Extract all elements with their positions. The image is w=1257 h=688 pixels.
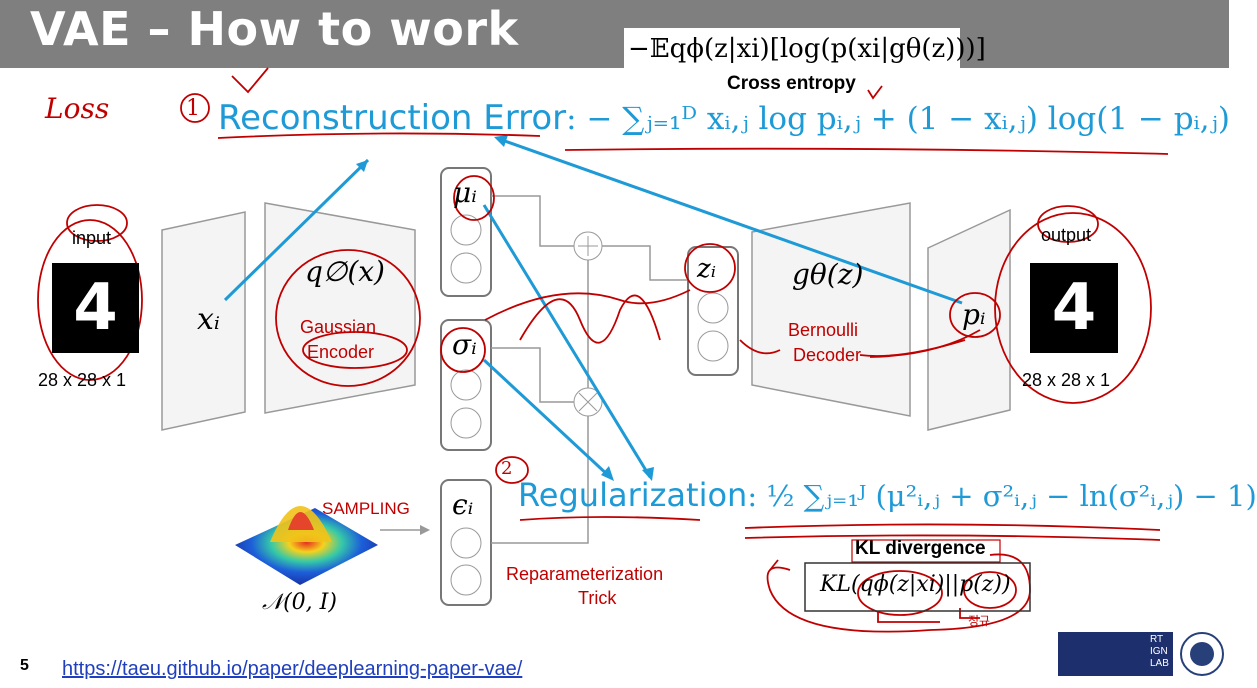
- mu-label: μᵢ: [453, 176, 477, 209]
- input-digit-image: 4: [52, 263, 139, 353]
- x-i-label: xᵢ: [197, 302, 220, 337]
- output-slab: [927, 208, 1011, 431]
- circle-two-number: 2: [501, 458, 513, 479]
- university-seal-icon: [1180, 632, 1224, 676]
- decoder-function: gθ(z): [792, 258, 864, 291]
- input-slab: [161, 211, 246, 431]
- input-size: 28 x 28 x 1: [38, 370, 127, 390]
- title-bar: [0, 0, 1229, 68]
- logo-text-line-2: IGN: [1150, 646, 1168, 657]
- source-link[interactable]: https://taeu.github.io/paper/deeplearnin…: [62, 658, 523, 680]
- reconstruction-error: Reconstruction Error: − ∑ⱼ₌₁ᴰ xᵢ,ⱼ log p…: [218, 98, 1230, 138]
- circle-one-number: 1: [186, 96, 200, 121]
- lab-logo: [1058, 632, 1173, 676]
- output-size: 28 x 28 x 1: [1022, 370, 1111, 390]
- vae-diagram: [37, 67, 1169, 633]
- p-i-label: pᵢ: [962, 298, 986, 331]
- regularization-formula: : ½ ∑ⱼ₌₁ᴶ (μ²ᵢ,ⱼ + σ²ᵢ,ⱼ − ln(σ²ᵢ,ⱼ) − 1…: [747, 479, 1257, 513]
- page-number: 5: [20, 657, 29, 674]
- regularization-label: Regularization: [518, 476, 748, 514]
- loss-annotation: Loss: [45, 92, 110, 125]
- z-label: zᵢ: [697, 254, 716, 284]
- sigma-label: σᵢ: [452, 328, 477, 361]
- output-label: output: [1041, 225, 1092, 245]
- regularization: Regularization: ½ ∑ⱼ₌₁ᴶ (μ²ᵢ,ⱼ + σ²ᵢ,ⱼ −…: [518, 476, 1257, 514]
- input-label: input: [72, 228, 112, 248]
- slide-title: VAE – How to work: [30, 2, 519, 56]
- logo-text-line-1: RT: [1150, 634, 1164, 645]
- lab-logo-text: RT IGN LAB: [1150, 634, 1169, 670]
- decoder-trapezoid: [751, 202, 911, 417]
- encoder-label-gaussian: Gaussian: [300, 317, 377, 337]
- encoder-function: q∅(x): [305, 255, 385, 288]
- encoder-label-encoder: Encoder: [307, 342, 375, 362]
- epsilon-label: ϵᵢ: [452, 488, 474, 521]
- decoder-label-bernoulli: Bernoulli: [788, 320, 859, 340]
- decoder-label-decoder: Decoder: [793, 345, 862, 365]
- reparameterization-label: Reparameterization: [506, 564, 664, 584]
- sampling-surface: [235, 508, 378, 585]
- reparameterization-trick-label: Trick: [578, 588, 617, 608]
- expectation-equation: −𝔼qϕ(z|xi)[log(p(xi|gθ(z)))]: [624, 28, 986, 70]
- output-digit-image: 4: [1030, 263, 1118, 353]
- kl-formula-box: [804, 562, 1031, 612]
- cross-entropy-label: Cross entropy: [727, 73, 856, 94]
- normal-distribution-label: 𝒩(0, I): [262, 590, 337, 615]
- kl-divergence-label: KL divergence: [855, 538, 986, 559]
- reconstruction-label: Reconstruction Error: [218, 98, 567, 138]
- encoder-trapezoid: [264, 202, 416, 414]
- logo-text-line-3: LAB: [1150, 658, 1169, 669]
- kl-formula: KL(qϕ(z|xi)||p(z)): [820, 572, 1011, 597]
- reconstruction-formula: : − ∑ⱼ₌₁ᴰ xᵢ,ⱼ log pᵢ,ⱼ + (1 − xᵢ,ⱼ) log…: [566, 101, 1230, 137]
- expectation-equation-text: −𝔼qϕ(z|xi)[log(p(xi|gθ(z)))]: [628, 34, 986, 64]
- sampling-label: SAMPLING: [322, 499, 410, 518]
